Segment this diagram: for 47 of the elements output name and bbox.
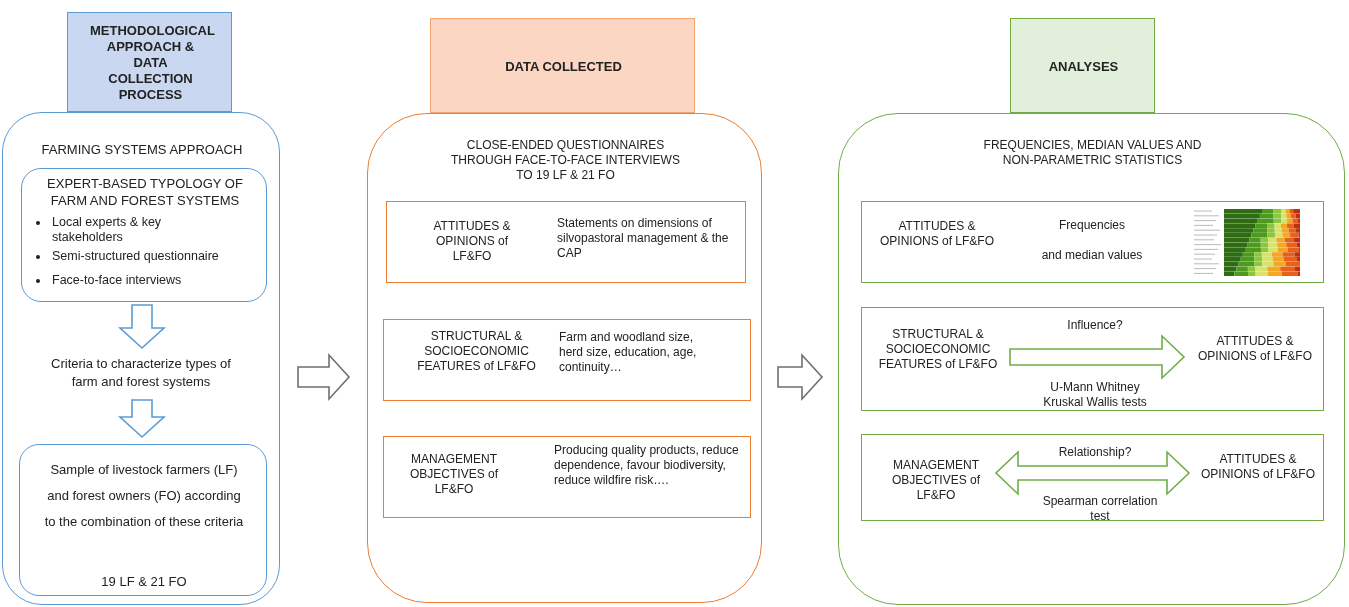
rounded-panel: [2, 112, 280, 605]
test-name-label: U-Mann Whitney Kruskal Wallis tests: [1042, 380, 1148, 410]
block-arrow: [297, 352, 351, 402]
section-header-box: [1010, 18, 1155, 113]
flow-text: ATTITUDES & OPINIONS of LF&FO: [1197, 448, 1319, 500]
description-text: Statements on dimensions of silvopastoral management & the CAP: [557, 216, 730, 261]
category-box: [861, 201, 1324, 283]
body-text: 19 LF & 21 FO: [100, 573, 188, 590]
rounded-panel: [367, 113, 762, 603]
category-box: [861, 307, 1324, 411]
body-text: Sample of livestock farmers (LF) and forest owners (FO) according to the combination of these criteria: [43, 461, 245, 531]
block-arrow: [117, 399, 167, 439]
description-text: Farm and woodland size, herd size, education, age, continuity…: [559, 330, 698, 375]
category-label: ATTITUDES & OPINIONS of LF&FO: [879, 219, 995, 249]
double-block-arrow: [994, 450, 1191, 496]
category-label: ATTITUDES & OPINIONS of LF&FO: [432, 219, 512, 264]
block-arrow: [117, 304, 167, 350]
category-box: [861, 434, 1324, 521]
flow-text: STRUCTURAL & SOCIOECONOMIC FEATURES of LF&FO: [872, 325, 1004, 391]
description-text: Producing quality products, reduce dependence, favour biodiversity, reduce wildfire risk….: [554, 443, 740, 488]
category-box: [386, 201, 746, 283]
section-title: ANALYSES: [1047, 59, 1120, 75]
category-label: STRUCTURAL & SOCIOECONOMIC FEATURES of LF&FO: [416, 329, 537, 374]
test-name-label: Spearman correlation test: [1041, 494, 1159, 524]
rounded-box: [21, 168, 267, 302]
description-text: Frequencies: [1057, 218, 1126, 233]
category-label: FREQUENCIES, MEDIAN VALUES AND NON-PARAMETRIC STATISTICS: [982, 138, 1203, 168]
category-box: [383, 436, 751, 518]
bullet-item: Local experts & key stakeholders: [52, 215, 163, 245]
description-text: and median values: [1040, 248, 1144, 263]
flow-text: MANAGEMENT OBJECTIVES of LF&FO: [880, 454, 992, 506]
box-heading: EXPERT-BASED TYPOLOGY OF FARM AND FOREST SYSTEMS: [46, 175, 244, 209]
block-arrow: [1009, 334, 1186, 380]
section-title: DATA COLLECTED: [504, 59, 623, 75]
section-header-box: [430, 18, 695, 113]
section-header-box: [67, 12, 232, 112]
rounded-panel: [838, 113, 1345, 605]
category-label: CLOSE-ENDED QUESTIONNAIRES THROUGH FACE-TO-FACE INTERVIEWS TO 19 LF & 21 FO: [450, 138, 681, 183]
block-arrow: [777, 352, 824, 402]
category-label: MANAGEMENT OBJECTIVES of LF&FO: [409, 452, 499, 497]
category-box: [383, 319, 751, 401]
rounded-box: [19, 444, 267, 596]
flow-text: ATTITUDES & OPINIONS of LF&FO: [1194, 332, 1316, 382]
bullet-item: Semi-structured questionnaire: [52, 249, 220, 264]
flow-text: Criteria to characterize types of farm and forest systems: [49, 353, 233, 395]
bullet-item: Face-to-face interviews: [52, 273, 183, 288]
box-heading: FARMING SYSTEMS APPROACH: [40, 141, 244, 158]
